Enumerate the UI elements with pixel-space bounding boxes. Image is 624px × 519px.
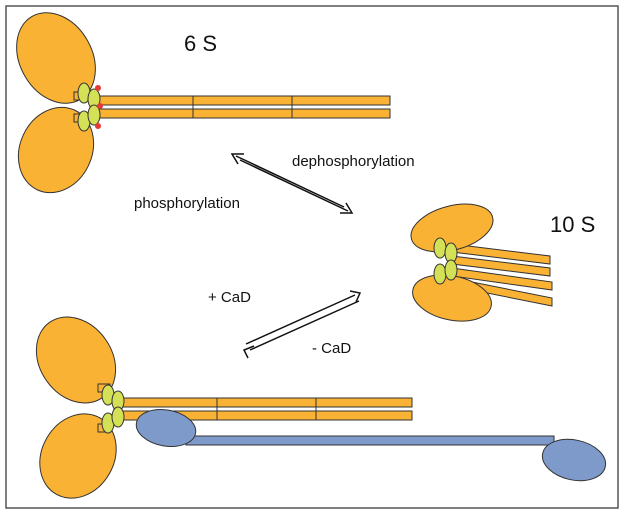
light-chains-2 bbox=[101, 384, 125, 434]
label-dephosphorylation: dephosphorylation bbox=[292, 153, 415, 170]
label-6s: 6 S bbox=[184, 31, 218, 56]
myosin-head-lower-2 bbox=[39, 413, 117, 499]
myosin-10s-folded bbox=[410, 203, 553, 322]
equilibrium-arrows-lower bbox=[242, 290, 362, 359]
folded-light-chains bbox=[433, 237, 458, 285]
phosphate-marks bbox=[95, 85, 103, 129]
myosin-heavy-chain-tail bbox=[97, 95, 391, 119]
label-10s: 10 S bbox=[550, 212, 596, 237]
caldesmon bbox=[135, 409, 607, 482]
myosin-head-lower bbox=[17, 106, 95, 194]
myosin-6s-with-caldesmon bbox=[35, 316, 607, 499]
label-plus-cad: + CaD bbox=[208, 289, 251, 306]
label-minus-cad: - CaD bbox=[312, 340, 352, 357]
label-phosphorylation: phosphorylation bbox=[134, 195, 240, 212]
light-chains bbox=[77, 82, 101, 132]
folded-head-lower bbox=[412, 274, 492, 322]
equilibrium-arrows-upper bbox=[230, 153, 354, 214]
caldesmon-c-terminal-domain bbox=[541, 438, 607, 482]
folded-head-upper bbox=[410, 203, 494, 253]
caldesmon-n-terminal-domain bbox=[135, 409, 197, 447]
figure-frame bbox=[5, 5, 619, 509]
myosin-6s-extended bbox=[16, 12, 391, 194]
caldesmon-rod bbox=[185, 435, 555, 446]
